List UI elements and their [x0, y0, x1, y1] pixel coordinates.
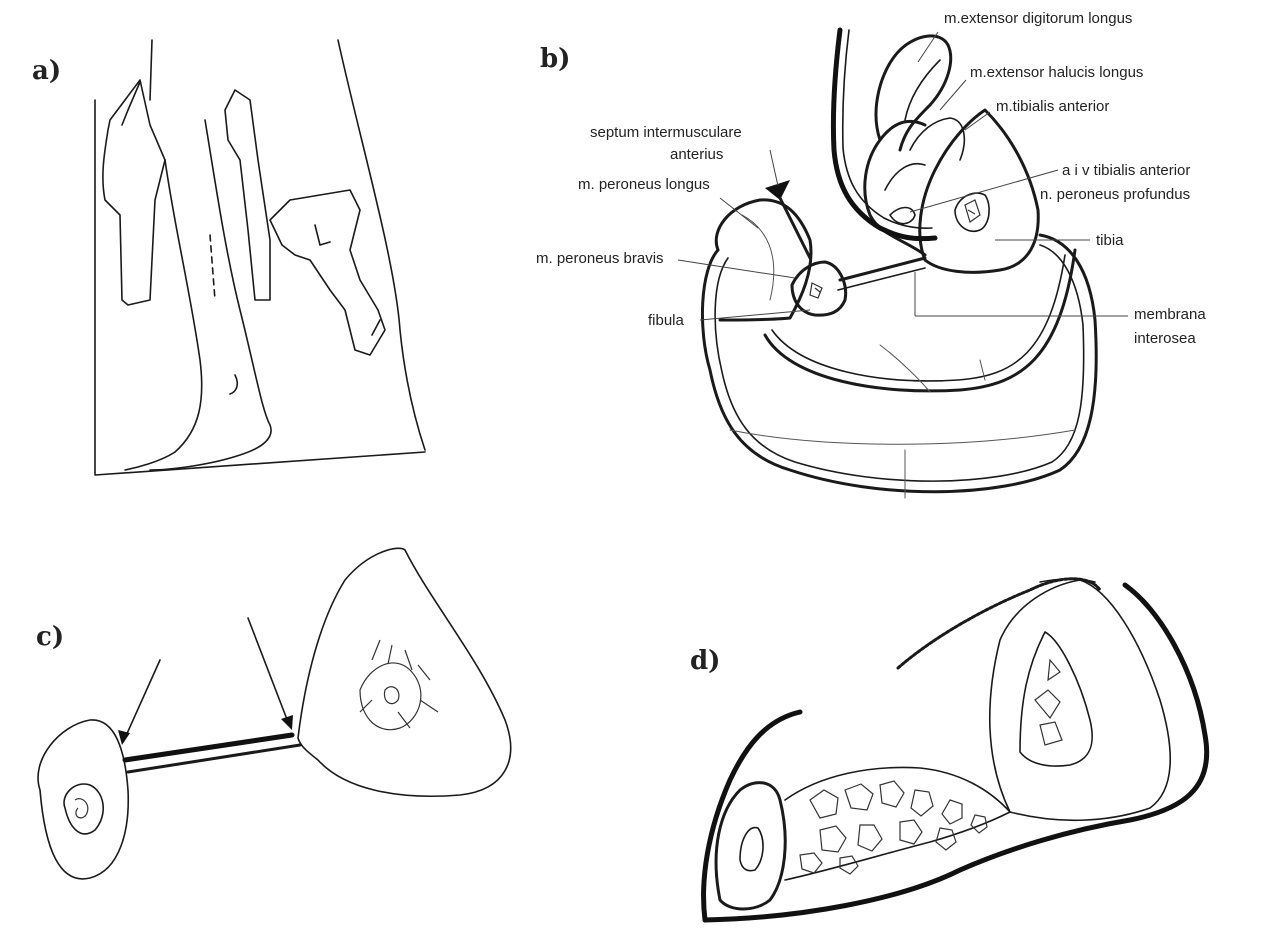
- label-membrana-line2: interosea: [1134, 330, 1196, 348]
- panel-d-diagram: [704, 579, 1207, 920]
- label-vessels-line1: a i v tibialis anterior: [1062, 162, 1190, 180]
- label-membrana-line1: membrana: [1134, 306, 1206, 324]
- label-septum-line2: anterius: [670, 146, 723, 164]
- panel-a-leg-sketch: [95, 40, 425, 475]
- label-fibula: fibula: [648, 312, 684, 330]
- label-ext-digitorum: m.extensor digitorum longus: [944, 10, 1132, 28]
- label-ext-halucis: m.extensor halucis longus: [970, 64, 1143, 82]
- label-tibia: tibia: [1096, 232, 1124, 250]
- label-septum-line1: septum intermusculare: [590, 124, 742, 142]
- label-vessels-line2: n. peroneus profundus: [1040, 186, 1190, 204]
- panel-c-diagram: [38, 548, 511, 879]
- label-peroneus-bravis: m. peroneus bravis: [536, 250, 664, 268]
- label-peroneus-longus: m. peroneus longus: [578, 176, 710, 194]
- label-tibialis-anterior: m.tibialis anterior: [996, 98, 1109, 116]
